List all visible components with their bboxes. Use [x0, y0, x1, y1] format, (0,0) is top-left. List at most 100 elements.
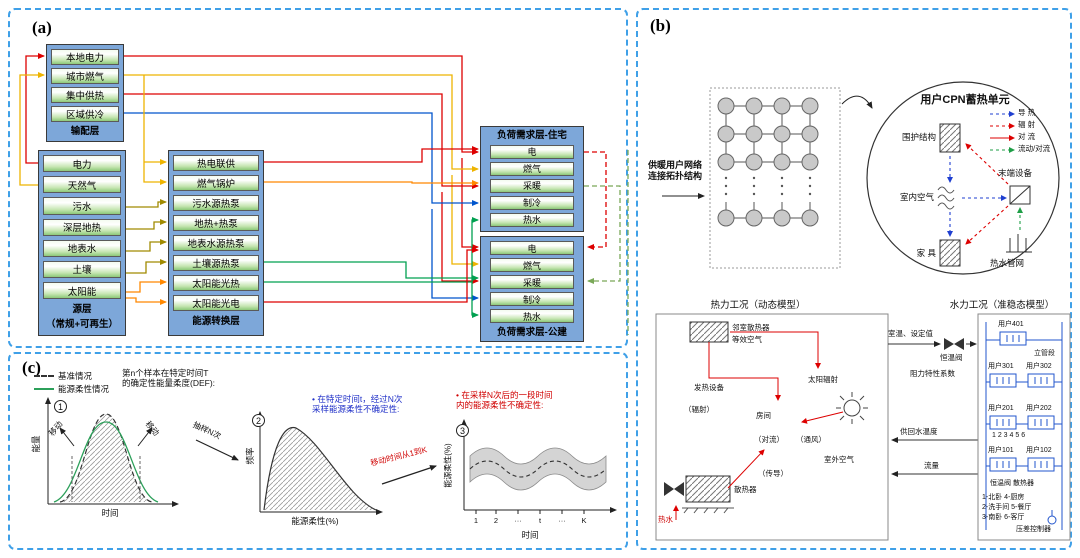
- uncertainty-note-red: • 在采样N次后的一段时间 内的能源柔性不确定性:: [456, 390, 553, 411]
- box-solar: 太阳能: [43, 282, 121, 300]
- user-102-label: 用户102: [1026, 447, 1052, 454]
- box-res-electric: 电: [489, 144, 575, 159]
- radiation-label: （辐射）: [684, 405, 714, 414]
- ventilation-label: （通风）: [796, 435, 826, 444]
- convection-label: （对流）: [754, 435, 784, 444]
- distribution-layer-label: 输配层: [70, 126, 100, 137]
- cpn-title: 用户CPN蓄热单元: [920, 94, 1010, 106]
- svg-text:t: t: [539, 516, 542, 525]
- sun-icon: [836, 392, 868, 424]
- box-pub-hot-water: 热水: [489, 309, 575, 323]
- panel-b-graphics: [655, 81, 1071, 541]
- user-401-label: 用户401: [998, 321, 1024, 328]
- panel-a-tag: (a): [32, 18, 52, 37]
- outdoor-air-label: 室外空气: [824, 455, 854, 464]
- svg-text:K: K: [581, 516, 586, 525]
- conduction-label: （传导）: [758, 469, 788, 478]
- ground-hatch: [682, 507, 734, 514]
- network-topology-label: 供暖用户网络 连接拓扑结构: [647, 160, 702, 181]
- plot1-xlabel: 时间: [101, 508, 119, 518]
- hydraulic-model-diagram: [977, 313, 1071, 541]
- envelope-label: 围护结构: [901, 132, 936, 142]
- thermal-title: 热力工况（动态模型）: [710, 300, 806, 311]
- furniture-icon: [939, 239, 961, 267]
- plot2-xlabel: 能源柔性(%): [291, 516, 339, 526]
- terminal-device-icon: [1009, 185, 1031, 205]
- room-numbers-label: 1 2 3 4 5 6: [992, 432, 1026, 439]
- residential-label: 负荷需求层-住宅: [497, 130, 567, 141]
- box-solar-thermal: 太阳能光热: [173, 275, 259, 291]
- public-load-box: 电 燃气 采暖 制冷 热水 负荷需求层-公建: [480, 236, 584, 342]
- box-surface-water: 地表水: [43, 239, 121, 257]
- box-res-gas: 燃气: [489, 161, 575, 176]
- pressure-controller-icon: [1047, 515, 1057, 525]
- svg-text:2: 2: [494, 516, 498, 525]
- box-pub-cooling: 制冷: [489, 292, 575, 306]
- cpn-legend-samples: [990, 111, 1015, 153]
- thermostatic-valve-icon: [944, 338, 964, 350]
- box-district-heating: 集中供热: [51, 87, 119, 103]
- user-301-label: 用户301: [988, 363, 1014, 370]
- equivalent-air-label: 等效空气: [732, 335, 762, 344]
- neighbor-radiator-icon: [689, 321, 729, 343]
- plot3-flexibility-band: 1 2 ··· t ··· K: [461, 419, 617, 525]
- plot3-xlabel: 时间: [521, 530, 539, 540]
- user-202-label: 用户202: [1026, 405, 1052, 412]
- source-layer-label: 源层: [72, 304, 92, 316]
- legend-flexible-label: 能源柔性情况: [58, 384, 110, 394]
- panel-b-tag: (b): [650, 16, 671, 35]
- conversion-layer-box: 热电联供 燃气锅炉 污水源热泵 地热+热泵 地表水源热泵 土壤源热泵 太阳能光热…: [168, 150, 264, 336]
- valve-icon: [664, 482, 684, 496]
- legend-baseline-label: 基准情况: [58, 371, 93, 381]
- pipe-network-label: 热水管网: [990, 258, 1025, 268]
- public-label: 负荷需求层-公建: [497, 327, 567, 338]
- source-layer-sublabel: （常规+可再生）: [45, 319, 119, 331]
- residential-load-box: 负荷需求层-住宅 电 燃气 采暖 制冷 热水: [480, 126, 584, 232]
- hot-water-pipe-icon: [1006, 234, 1032, 253]
- box-res-cooling: 制冷: [489, 195, 575, 210]
- user-101-label: 用户101: [988, 447, 1014, 454]
- svg-text:···: ···: [558, 516, 566, 525]
- room-legend-2: 2-洗手间 5-餐厅: [982, 504, 1032, 511]
- legend-radiation: 辐 射: [1018, 120, 1036, 129]
- room-legend-3: 3-南卧 6-客厅: [982, 514, 1025, 521]
- user-302-label: 用户302: [1026, 363, 1052, 370]
- box-ground-source-hp: 土壤源热泵: [173, 255, 259, 271]
- box-local-power: 本地电力: [51, 49, 119, 65]
- box-solar-pv: 太阳能光电: [173, 295, 259, 311]
- box-district-cooling: 区域供冷: [51, 106, 119, 122]
- flexible-line-sample: [34, 388, 54, 390]
- source-layer-box: 电力 天然气 污水 深层地热 地表水 土壤 太阳能 源层 （常规+可再生）: [38, 150, 126, 336]
- box-deep-geothermal: 深层地热: [43, 218, 121, 236]
- box-pub-heating: 采暖: [489, 275, 575, 289]
- network-topology-grid: [662, 87, 873, 269]
- panel-a-connections: [19, 53, 629, 335]
- plot1-energy-vs-time: [45, 397, 179, 507]
- panel-c-tag: (c): [22, 358, 41, 377]
- pressure-controller-label: 压差控制器: [1016, 526, 1051, 533]
- inter-plot-arrows: [195, 439, 437, 485]
- distribution-layer-box: 本地电力 城市燃气 集中供热 区域供冷 输配层: [46, 44, 124, 142]
- box-electricity: 电力: [43, 155, 121, 173]
- box-sewage-hp: 污水源热泵: [173, 195, 259, 211]
- panel-c: (c) 基准情况 能源柔性情况 第n个样本在特定时间T 的确定性能量柔度(DEF…: [8, 352, 628, 550]
- equipment-label: 发热设备: [694, 383, 724, 392]
- terminal-label: 末端设备: [998, 168, 1033, 178]
- conversion-layer-label: 能源转换层: [192, 316, 240, 327]
- box-geo-hp: 地热+热泵: [173, 215, 259, 231]
- box-surface-water-hp: 地表水源热泵: [173, 235, 259, 251]
- plot2-number: 2: [252, 414, 265, 427]
- box-soil: 土壤: [43, 260, 121, 279]
- plot3-tick-labels: 1 2 ··· t ··· K: [474, 516, 587, 525]
- hydraulic-title: 水力工况（准稳态模型）: [949, 300, 1055, 311]
- supply-return-label: 供回水温度: [900, 427, 938, 436]
- user-201-label: 用户201: [988, 405, 1014, 412]
- box-gas-boiler: 燃气锅炉: [173, 175, 259, 191]
- legend-convection: 对 流: [1018, 132, 1036, 141]
- plot3-number: 3: [456, 424, 469, 437]
- box-chp: 热电联供: [173, 155, 259, 171]
- plot1-number: 1: [54, 400, 67, 413]
- box-natural-gas: 天然气: [43, 176, 121, 194]
- flow-label: 流量: [924, 461, 939, 470]
